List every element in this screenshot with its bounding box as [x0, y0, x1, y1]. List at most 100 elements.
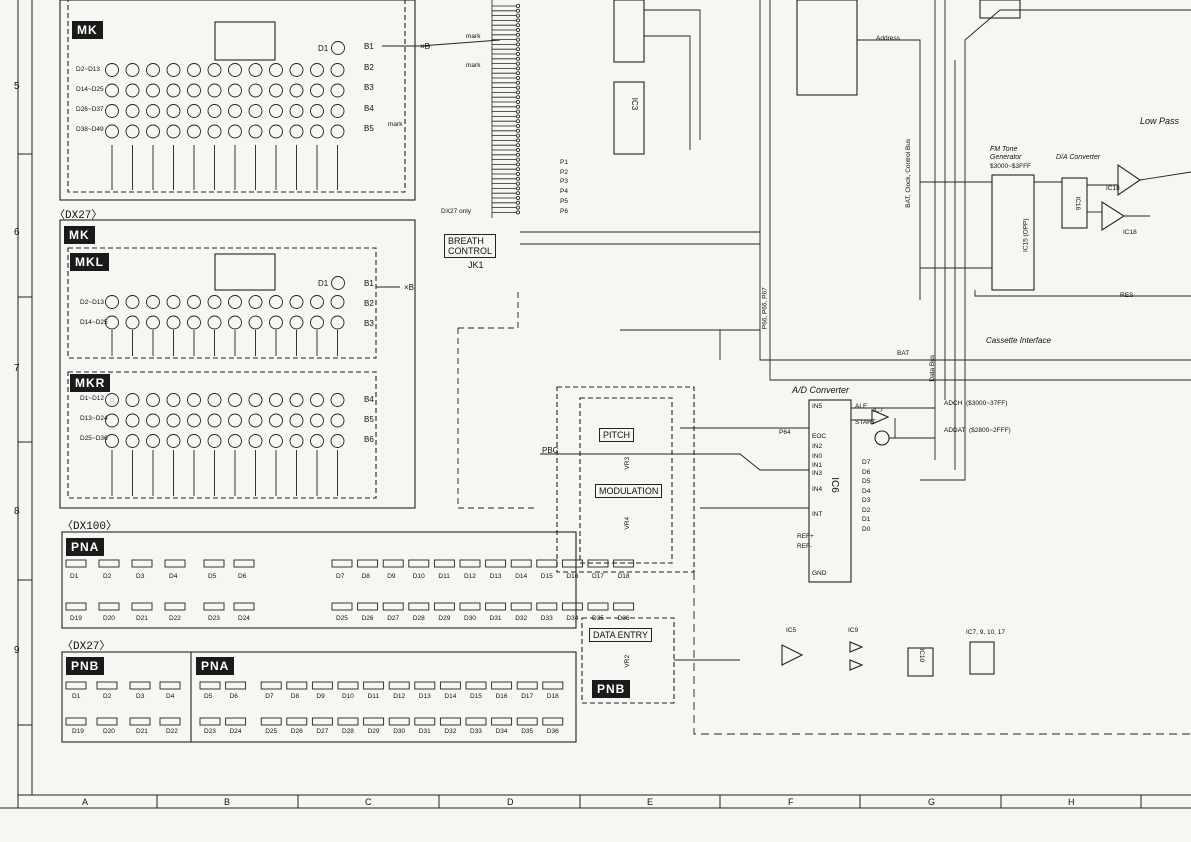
mk-top-key-circle [269, 104, 283, 118]
mkr-key-circle [248, 413, 263, 428]
pna-dx100-row1-led-pad [587, 559, 609, 568]
pna-dx27-row1-led-pad [286, 681, 308, 690]
mk-top-key-circle [105, 63, 119, 77]
pna-led-label: D18 [617, 573, 630, 580]
pna27-led-label: D8 [290, 693, 300, 700]
mkr-key-circle [166, 434, 181, 448]
pna27-led-label: D6 [229, 693, 238, 700]
d-pin-label: D1 [862, 516, 871, 523]
mkr-key-circle [146, 434, 160, 448]
pna-dx100-row1-led-pad [98, 559, 120, 568]
mkr-key-circle [248, 434, 263, 448]
p-pin-label: P1 [560, 159, 568, 166]
pna-dx100-row2-led-pad [233, 602, 255, 611]
p64-label: P64 [779, 429, 791, 436]
pna27-led-label: D18 [546, 693, 559, 700]
mkr-b4: B4 [364, 395, 374, 404]
p-pin-label: P6 [560, 207, 568, 215]
pna-led-label: D13 [489, 573, 502, 580]
connector-pin-dot [516, 100, 521, 105]
pna-led-label: D8 [361, 573, 370, 580]
mk-top-key-circle [310, 104, 324, 118]
mkl-xb: ×B [404, 283, 415, 292]
connector-pin-dot [516, 61, 521, 66]
pna-led-label: D6 [238, 573, 247, 580]
pna-dx100-row1-led-pad [408, 559, 430, 568]
mk-top-key-circle [310, 83, 324, 98]
pna-led-label: D17 [592, 573, 604, 580]
pna-dx100-row1-led-pad [459, 559, 481, 568]
mkl-b2: B2 [364, 299, 374, 308]
connector-pin-dot [516, 143, 521, 148]
pna-led-label: D24 [238, 615, 250, 622]
mkl-key-circle [310, 315, 324, 330]
row-number-8: 8 [14, 506, 20, 517]
connector-pin-dot [516, 18, 521, 23]
mk-top-key-circle [248, 124, 263, 139]
ad-pin-label: EOC [812, 433, 827, 440]
mk-top-key-circle [166, 83, 181, 98]
mk-top-key-circle [289, 124, 304, 139]
mk-top-xb: ×B [420, 42, 431, 51]
mkr-key-circle [310, 434, 324, 448]
mkr-key-circle [187, 434, 201, 448]
p-pin-label: P3 [560, 178, 568, 186]
mk-top-key-circle [105, 104, 119, 118]
fm-tone-label: FM Tone Generator [990, 146, 1022, 161]
connector-pin-dot [516, 200, 521, 205]
vr3-label: VR3 [624, 456, 632, 470]
mkr-key-circle [269, 413, 283, 428]
connector-pin-dot [516, 104, 521, 109]
pna-led-label: D10 [412, 573, 425, 580]
mk-top-key-circle [125, 124, 140, 139]
mkl-key-circle [289, 295, 304, 309]
res-label: RES [1120, 292, 1134, 299]
mk-top-key-circle [187, 63, 201, 77]
pnb-row2-led-pad [129, 717, 151, 726]
addat-range: ($2800~2FFF) [969, 427, 1011, 434]
pna-dx27-row2-led-pad [286, 717, 308, 726]
connector-pin-dot [516, 8, 521, 13]
pna27-led-label: D35 [521, 728, 534, 735]
bat-label: BAT [897, 350, 910, 357]
connector-pin-dot [516, 195, 521, 200]
column-letter-a: A [82, 797, 89, 807]
low-pass-label: Low Pass [1140, 116, 1180, 126]
dx27-header-2: 〈DX27〉 [62, 641, 111, 653]
mk-top-key-circle [166, 104, 181, 118]
pna-led-label: D25 [336, 615, 348, 622]
pna-dx100-row1-led-pad [203, 559, 225, 568]
pna-led-label: D3 [136, 573, 145, 580]
connector-pin-dot [516, 95, 521, 100]
pna-dx27-row2-led-pad [414, 717, 436, 726]
mkr-key-circle [187, 393, 201, 407]
mkr-key-circle [125, 434, 140, 448]
ad-pin-label: IN1 [812, 462, 823, 469]
mkr-key-circle [330, 393, 345, 407]
p-pin-label: P5 [560, 197, 568, 205]
ic18-label-b: IC18 [1106, 185, 1120, 192]
pnb-row1-led-pad [96, 681, 118, 690]
mkl-key-circle [166, 315, 181, 330]
pna-led-label: D14 [515, 573, 528, 580]
ad-pin-label: IN5 [812, 403, 823, 410]
pna-led-label: D21 [136, 615, 148, 622]
pnb-led-label: D2 [103, 693, 112, 700]
mk-top-key-circle [146, 63, 160, 77]
p-pin-label: P2 [560, 168, 568, 176]
mkr-key-circle [105, 413, 119, 428]
mk-top-key-circle [228, 63, 242, 77]
mk-tag-dx27: MK [64, 226, 95, 244]
connector-pin-dot [516, 76, 521, 81]
ic3-label: IC3 [630, 97, 640, 111]
mk-top-key-circle [228, 124, 242, 139]
pna-dx27-row1-led-pad [260, 681, 282, 690]
pna27-led-label: D29 [367, 728, 380, 735]
adch-range: ($3000~37FF) [966, 400, 1008, 407]
pna-led-label: D11 [438, 573, 450, 580]
pna27-led-label: D27 [316, 728, 329, 735]
bat-clock-bus-label: BAT, Clock, Control Bus [905, 138, 913, 208]
connector-pin-dot [516, 210, 521, 215]
mk-top-key-circle [105, 83, 119, 98]
